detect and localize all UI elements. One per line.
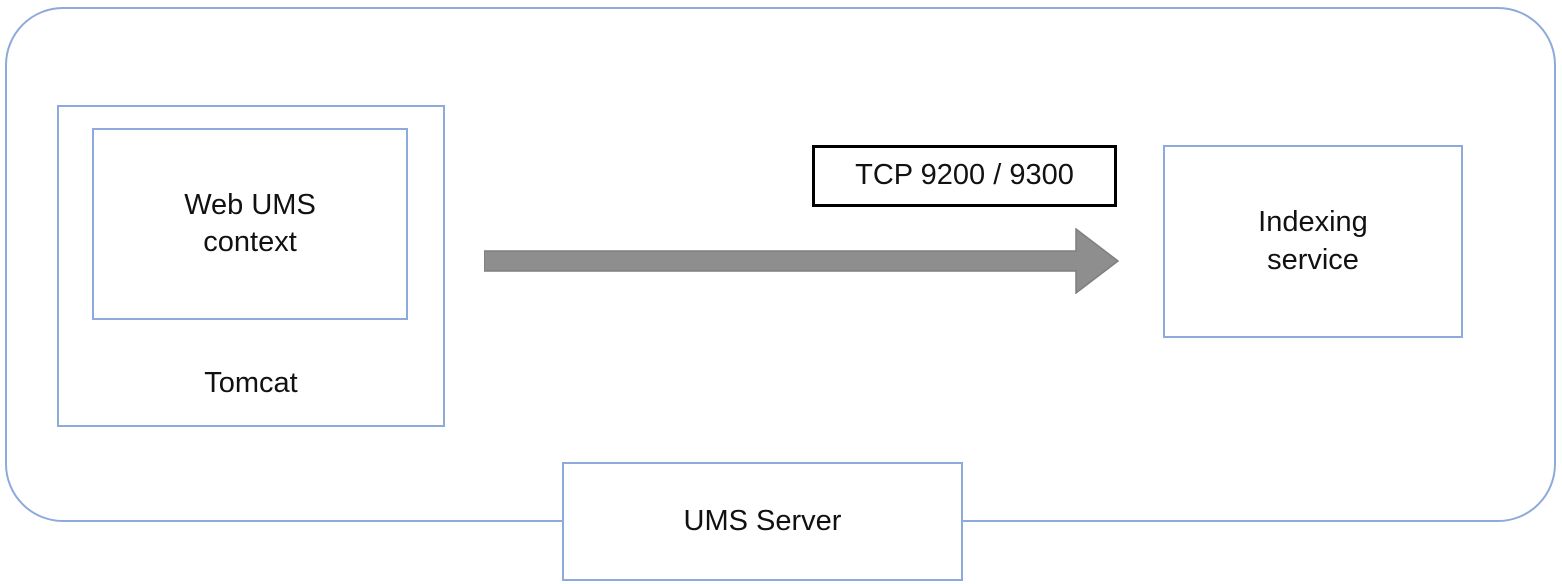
connection-arrow-icon — [484, 228, 1120, 294]
indexing-service-box: Indexing service — [1163, 145, 1463, 338]
tcp-port-label: TCP 9200 / 9300 — [855, 159, 1074, 192]
tcp-port-label-box: TCP 9200 / 9300 — [812, 145, 1117, 207]
web-ums-context-label: Web UMS context — [184, 188, 316, 258]
indexing-service-label: Indexing service — [1258, 206, 1368, 276]
ums-server-label: UMS Server — [683, 504, 842, 537]
ums-server-box: UMS Server — [562, 462, 963, 581]
web-ums-context-box: Web UMS context — [92, 128, 408, 320]
tomcat-label: Tomcat — [204, 367, 298, 399]
tomcat-box: Web UMS context Tomcat — [57, 105, 445, 427]
